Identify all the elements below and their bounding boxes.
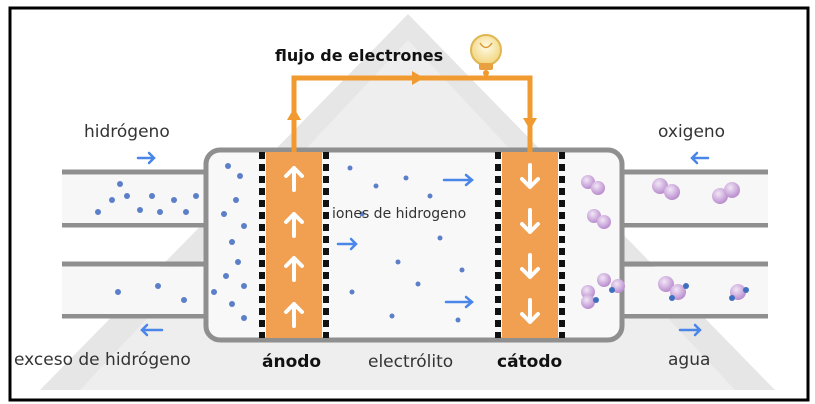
left-upper-pipe-fill xyxy=(62,175,208,223)
water-label: agua xyxy=(668,350,711,370)
electrolyte-label: electrólito xyxy=(368,352,454,372)
cathode-label: cátodo xyxy=(497,352,563,372)
arrow-up-icon xyxy=(284,166,304,192)
arrow-down-icon xyxy=(520,208,540,234)
water-out-arrow xyxy=(678,323,702,337)
water-molecule-hydrogens xyxy=(593,283,749,303)
arrow-down-icon xyxy=(520,253,540,279)
wire-arrow-top xyxy=(412,71,424,85)
left-pipes xyxy=(62,169,206,319)
ion-arrow-3 xyxy=(444,295,474,309)
wire-arrow-left-up xyxy=(287,108,301,120)
blue-flow-arrows xyxy=(136,151,710,337)
anode-arrows xyxy=(284,166,304,328)
ion-arrow-2 xyxy=(336,237,358,251)
hydrogen-particles xyxy=(95,163,465,323)
excess-hydrogen-label: exceso de hidrógeno xyxy=(14,350,191,370)
arrow-up-icon xyxy=(284,212,304,238)
hydrogen-input-label: hidrógeno xyxy=(84,122,170,142)
electron-flow-label: flujo de electrones xyxy=(275,46,444,65)
hydrogen-ions-label: iones de hidrogeno xyxy=(332,206,467,222)
oxygen-in-arrow xyxy=(690,151,710,165)
left-lower-pipe-fill xyxy=(62,267,208,314)
right-upper-pipe-fill xyxy=(618,175,768,223)
excess-hydrogen-arrow xyxy=(140,323,164,337)
oxygen-input-label: oxigeno xyxy=(658,122,726,142)
light-bulb-icon xyxy=(470,34,502,76)
wire-arrow-right-down xyxy=(523,118,537,130)
cathode-arrows xyxy=(520,163,540,324)
arrow-up-icon xyxy=(284,302,304,328)
hydrogen-in-arrow xyxy=(136,151,156,165)
arrow-down-icon xyxy=(520,298,540,324)
oxygen-molecules xyxy=(581,175,746,309)
arrow-down-icon xyxy=(520,163,540,189)
ion-arrow-1 xyxy=(442,173,474,187)
arrow-up-icon xyxy=(284,256,304,282)
right-pipes xyxy=(620,169,768,319)
anode-label: ánodo xyxy=(262,352,322,372)
